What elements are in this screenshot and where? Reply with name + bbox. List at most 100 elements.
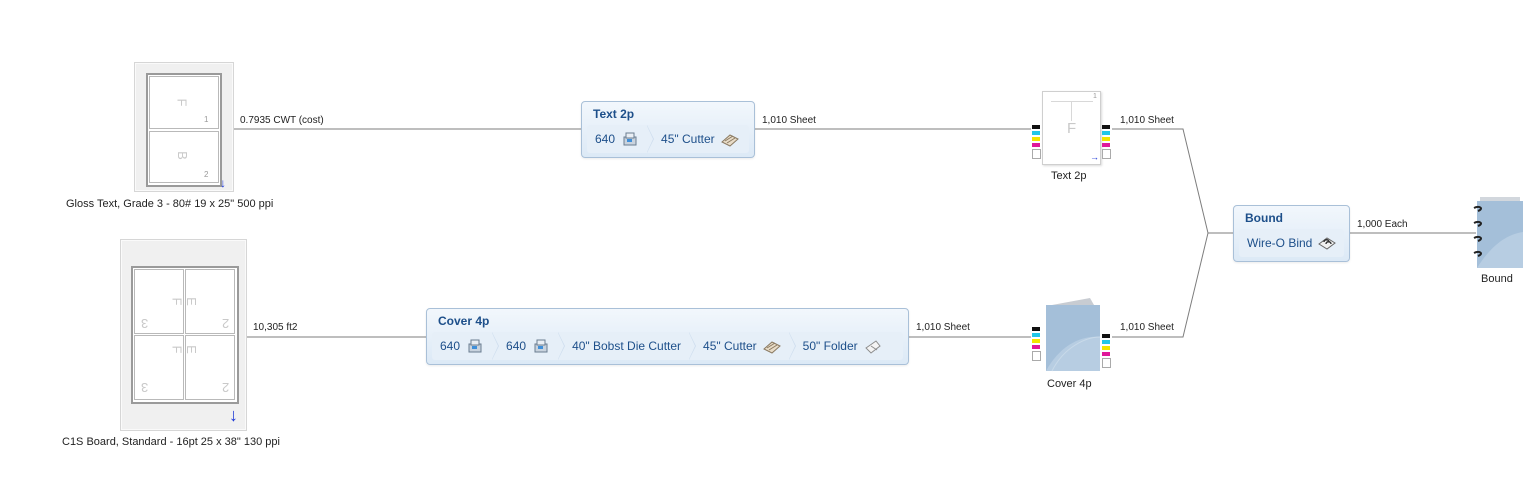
ink-black [1032, 327, 1040, 331]
page-side-icon [1032, 351, 1041, 361]
component-label: Cover 4p [1047, 378, 1092, 390]
step-wire-o-bind[interactable]: Wire-O Bind [1239, 229, 1344, 257]
ink-swatches-back [1102, 334, 1111, 368]
step-label: 40" Bobst Die Cutter [572, 339, 682, 353]
ink-cyan [1032, 333, 1040, 337]
imposition-cell: B 2 [149, 131, 219, 183]
page-number: 1 [204, 115, 209, 124]
folder-icon [864, 340, 881, 354]
step-press[interactable]: 640 [587, 125, 655, 153]
stock-label: C1S Board, Standard - 16pt 25 x 38" 130 … [62, 436, 280, 448]
ink-black [1102, 125, 1110, 129]
step-label: Wire-O Bind [1247, 236, 1313, 250]
stock-label: Gloss Text, Grade 3 - 80# 19 x 25" 500 p… [66, 198, 274, 210]
page-number: 3 [141, 380, 149, 395]
process-box-bound[interactable]: Bound Wire-O Bind [1233, 205, 1350, 262]
grain-direction-arrow-icon: ↓ [220, 176, 226, 190]
process-box-text-2p[interactable]: Text 2p 640 45" Cutter [581, 101, 755, 158]
bind-icon [1318, 237, 1337, 250]
ink-magenta [1032, 143, 1040, 147]
grain-direction-arrow-icon: ↓ [229, 405, 238, 425]
step-label: 640 [595, 132, 616, 146]
page-glyph: E [183, 297, 199, 306]
process-steps: 640 640 40" Bobst Die Cutter 45" Cutter [432, 332, 903, 360]
stock-sheet-gloss-text[interactable]: F 1 B 2 ↓ [134, 62, 234, 192]
stock-quantity-label: 10,305 ft2 [253, 322, 298, 333]
ink-swatches-back [1102, 125, 1111, 159]
component-output-label: 1,010 Sheet [1120, 322, 1174, 333]
trim-guide [1051, 101, 1093, 102]
cutter-icon [720, 134, 739, 147]
stock-quantity-label: 0.7935 CWT (cost) [240, 115, 324, 126]
step-press[interactable]: 640 [492, 332, 566, 360]
step-cutter[interactable]: 45" Cutter [647, 125, 747, 153]
process-output-label: 1,000 Each [1357, 219, 1408, 230]
page-glyph: B [174, 151, 190, 160]
page-side-icon [1102, 149, 1111, 159]
process-box-cover-4p[interactable]: Cover 4p 640 640 40" Bobst Die Cutter 45… [426, 308, 909, 365]
imposition-cell: F 3 [134, 269, 184, 334]
process-output-label: 1,010 Sheet [762, 115, 816, 126]
ink-yellow [1102, 137, 1110, 141]
imposition-cell: E 2 [183, 335, 235, 400]
step-label: 45" Cutter [703, 339, 757, 353]
step-cutter[interactable]: 45" Cutter [689, 332, 796, 360]
step-label: 50" Folder [802, 339, 858, 353]
imposition-cell: E 2 [183, 269, 235, 334]
process-output-label: 1,010 Sheet [916, 322, 970, 333]
ink-yellow [1102, 346, 1110, 350]
stock-sheet-c1s-board[interactable]: F 3 E 2 F 3 E 2 ↓ [120, 239, 247, 431]
imposition-cell: F 3 [134, 335, 184, 400]
page-glyph: E [183, 345, 199, 354]
page-number: 1 [1093, 93, 1097, 100]
ink-swatches-front [1032, 125, 1041, 159]
page-side-icon [1102, 358, 1111, 368]
page-number: 2 [204, 170, 209, 179]
ink-yellow [1032, 339, 1040, 343]
ink-yellow [1032, 137, 1040, 141]
ink-black [1032, 125, 1040, 129]
final-product-label: Bound [1481, 273, 1513, 285]
ink-swatches-front [1032, 327, 1041, 361]
step-press[interactable]: 640 [432, 332, 500, 360]
process-title: Bound [1245, 211, 1283, 225]
ink-cyan [1102, 131, 1110, 135]
ink-cyan [1032, 131, 1040, 135]
step-label: 640 [506, 339, 527, 353]
imposition-cell: F 1 [149, 76, 219, 129]
process-steps: Wire-O Bind [1239, 229, 1344, 257]
ink-black [1102, 334, 1110, 338]
press-sheet-layout: F 3 E 2 F 3 E 2 [131, 266, 239, 404]
ink-magenta [1032, 345, 1040, 349]
process-steps: 640 45" Cutter [587, 125, 749, 153]
press-icon [623, 132, 637, 146]
step-label: 640 [440, 339, 461, 353]
component-output-label: 1,010 Sheet [1120, 115, 1174, 126]
page-glyph: F [169, 297, 185, 306]
ink-magenta [1102, 143, 1110, 147]
component-thumbnail-cover-4p[interactable] [1042, 297, 1102, 375]
component-thumbnail-text-2p[interactable]: F 1 → [1042, 91, 1101, 165]
step-folder[interactable]: 50" Folder [789, 332, 890, 360]
trim-guide [1071, 101, 1072, 121]
direction-arrow-icon: → [1090, 152, 1099, 162]
press-icon [468, 339, 482, 353]
process-title: Cover 4p [438, 314, 490, 328]
press-sheet-layout: F 1 B 2 [146, 73, 222, 187]
ink-cyan [1102, 340, 1110, 344]
page-side-icon [1032, 149, 1041, 159]
step-label: 45" Cutter [661, 132, 715, 146]
step-die-cutter[interactable]: 40" Bobst Die Cutter [558, 332, 697, 360]
process-title: Text 2p [593, 107, 635, 121]
press-icon [534, 339, 548, 353]
ink-magenta [1102, 352, 1110, 356]
page-number: 2 [222, 316, 230, 331]
page-glyph: F [1067, 120, 1077, 137]
component-label: Text 2p [1051, 170, 1087, 182]
page-glyph: F [169, 345, 185, 354]
final-product-thumbnail[interactable] [1472, 196, 1524, 270]
cutter-icon [762, 341, 781, 354]
page-number: 3 [141, 316, 149, 331]
page-glyph: F [174, 98, 190, 107]
